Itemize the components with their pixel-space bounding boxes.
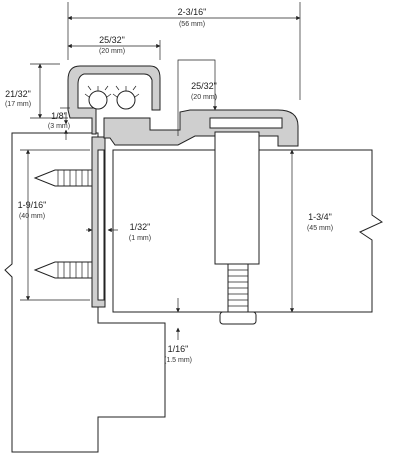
hinge-knuckle xyxy=(67,65,161,135)
dim-overall-sub: (56 mm) xyxy=(179,21,205,28)
dim-offset-sub: (20 mm) xyxy=(191,94,217,101)
dim-bottom-sub: (1.5 mm) xyxy=(164,357,192,364)
dim-hinge-sub: (20 mm) xyxy=(99,48,125,55)
dim-bottom-main: 1/16" xyxy=(168,344,189,354)
frame-screw-bottom xyxy=(33,261,93,279)
dim-leaf-sub: (17 mm) xyxy=(5,101,31,108)
door-leaf xyxy=(112,149,384,313)
dim-clearance-main: 1/32" xyxy=(130,222,151,232)
dim-clearance-sub: (1 mm) xyxy=(129,235,151,242)
knuckle-gear xyxy=(84,85,140,110)
dim-door-sub: (45 mm) xyxy=(307,225,333,232)
dim-hinge-main: 25/32" xyxy=(99,35,125,45)
dim-door-main: 1-3/4" xyxy=(308,212,332,222)
hinge-frame-leaf-inner xyxy=(97,149,105,301)
dim-offset-main: 25/32" xyxy=(191,81,217,91)
hinge-arm-slot xyxy=(209,117,283,129)
dim-screw-sub: (40 mm) xyxy=(19,213,45,220)
dim-leaf-main: 21/32" xyxy=(5,89,31,99)
dim-screw-main: 1-9/16" xyxy=(18,200,47,210)
dim-overall-main: 2-3/16" xyxy=(178,7,207,17)
dim-gap-main: 1/8" xyxy=(51,111,67,121)
dim-gap-sub: (3 mm) xyxy=(48,123,70,130)
door-pin xyxy=(214,131,260,325)
frame-screw-top xyxy=(33,169,93,187)
